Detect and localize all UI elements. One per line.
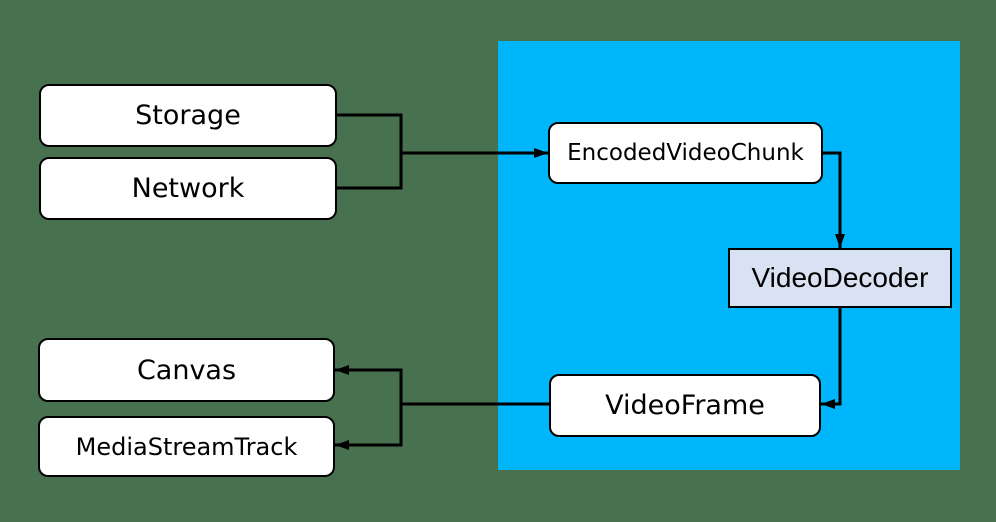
- node-encoded-video-chunk-label: EncodedVideoChunk: [567, 139, 804, 166]
- node-video-decoder-label: VideoDecoder: [751, 262, 929, 293]
- node-media-stream-track-label: MediaStreamTrack: [75, 432, 298, 461]
- node-encoded-video-chunk: EncodedVideoChunk: [548, 122, 823, 184]
- node-storage-label: Storage: [135, 100, 241, 131]
- node-network-label: Network: [131, 173, 245, 204]
- node-canvas: Canvas: [38, 338, 335, 402]
- edge-sources-merge: [335, 113, 403, 190]
- node-video-frame: VideoFrame: [549, 374, 821, 437]
- node-storage: Storage: [39, 84, 337, 147]
- node-canvas-label: Canvas: [136, 354, 237, 386]
- node-media-stream-track: MediaStreamTrack: [38, 416, 335, 477]
- node-video-frame-label: VideoFrame: [605, 390, 765, 421]
- node-video-decoder: VideoDecoder: [728, 248, 952, 308]
- node-network: Network: [39, 157, 337, 220]
